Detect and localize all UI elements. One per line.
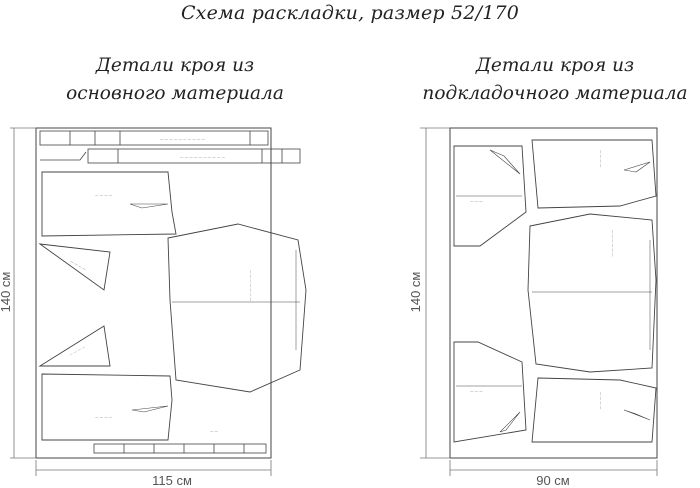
svg-text:— — — — — — — — — —: — — — — — — — — — — xyxy=(180,155,226,159)
lining-height-dimension xyxy=(420,127,450,459)
layout-scheme-title: Схема раскладки, размер 52/170 xyxy=(180,2,520,24)
svg-text:— — —: — — — xyxy=(470,199,483,203)
main-height-dimension xyxy=(10,127,36,459)
lining-width-dimension xyxy=(449,460,658,476)
main-fabric-heading-line1: Детали кроя из xyxy=(95,55,255,76)
svg-text:— — — —: — — — — xyxy=(599,392,603,410)
lining-front-piece-upper: — — — xyxy=(453,145,527,247)
svg-text:— — — —: — — — — xyxy=(599,150,603,168)
lining-height-label: 140 см xyxy=(408,272,423,313)
main-width-dimension xyxy=(35,460,272,476)
lining-back-piece: — — — — — — xyxy=(527,213,657,373)
main-fabric-heading-line2: основного материала xyxy=(66,83,284,104)
svg-text:— — — — — — —: — — — — — — — xyxy=(249,270,253,302)
main-front-piece-lower: — — — — — — xyxy=(41,373,219,441)
svg-text:— — — — — — — — — —: — — — — — — — — — — xyxy=(160,137,206,141)
lining-width-label: 90 см xyxy=(536,473,570,488)
main-width-label: 115 см xyxy=(152,473,192,488)
lining-front-piece-lower: — — — xyxy=(453,341,527,443)
main-fabric-heading: Детали кроя из основного материала xyxy=(40,52,310,108)
lining-fabric-heading-line2: подкладочного материала xyxy=(422,83,688,104)
lining-fabric-layout: 140 см 90 см — — — — — — — — — — — — — xyxy=(408,127,658,488)
lining-fabric-sheet xyxy=(449,127,658,459)
main-fabric-layout: 140 см 115 см — — — — — — — — — — — — — … xyxy=(0,127,307,488)
svg-text:— — —: — — — xyxy=(470,389,483,393)
svg-text:— — — —: — — — — xyxy=(69,345,87,357)
lining-side-piece-lower: — — — — xyxy=(531,377,657,443)
lining-side-piece-upper: — — — — xyxy=(531,139,657,209)
svg-text:— — — — — —: — — — — — — xyxy=(611,230,615,257)
lining-fabric-heading-line1: Детали кроя из xyxy=(475,55,635,76)
lining-fabric-heading: Детали кроя из подкладочного материала xyxy=(405,52,700,108)
svg-text:— —: — — xyxy=(210,429,219,433)
main-front-piece-upper: — — — — xyxy=(41,171,177,237)
main-bottom-strip xyxy=(93,443,267,454)
main-sleeve-piece-lower: — — — — xyxy=(38,325,111,367)
svg-text:— — — —: — — — — xyxy=(95,415,113,419)
svg-text:— — — —: — — — — xyxy=(95,193,113,197)
main-back-piece: — — — — — — — xyxy=(167,223,307,393)
main-top-strips: — — — — — — — — — — — — — — — — — — — — xyxy=(39,130,301,164)
main-height-label: 140 см xyxy=(0,272,13,313)
main-fabric-sheet xyxy=(35,127,272,459)
